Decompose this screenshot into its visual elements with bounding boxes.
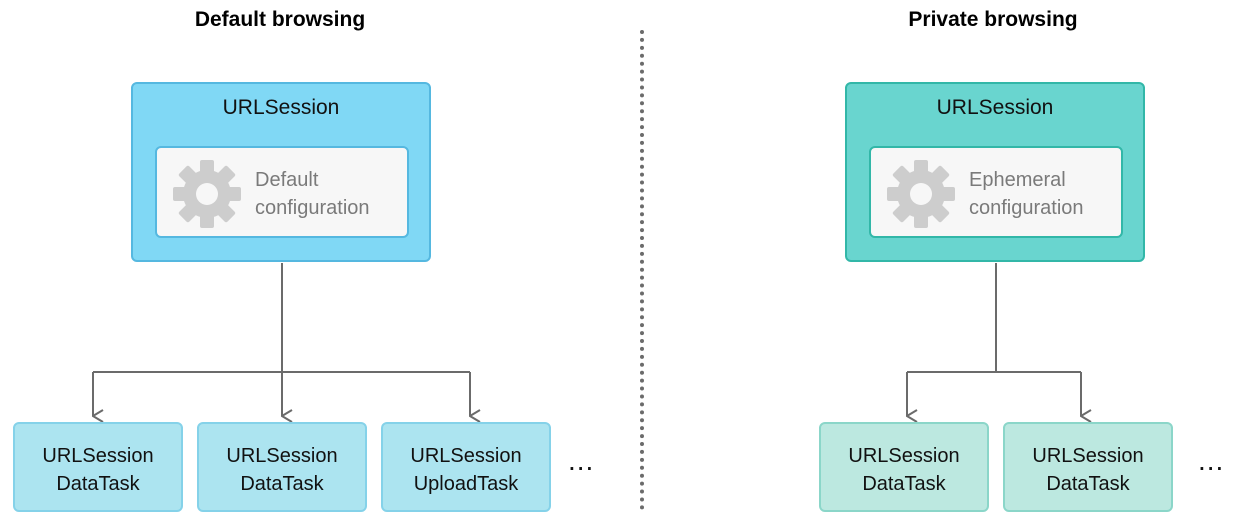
default-more-ellipsis: ...: [568, 445, 595, 476]
private-more-ellipsis: ...: [1198, 445, 1225, 476]
task-line-2: UploadTask: [413, 473, 519, 495]
section-divider: [640, 30, 644, 510]
config-text: Default configuration: [255, 166, 370, 222]
task-line-1: URLSession: [1032, 445, 1144, 467]
task-line-2: DataTask: [862, 473, 946, 495]
config-line-2: configuration: [969, 197, 1084, 219]
ephemeral-urlsession-box: URLSession Ephemeral configuration: [845, 82, 1145, 262]
private-task-1: URLSession DataTask: [819, 422, 989, 512]
config-line-1: Default: [255, 169, 319, 191]
default-urlsession-box: URLSession Default configuration: [131, 82, 431, 262]
default-task-3: URLSession UploadTask: [381, 422, 551, 512]
task-line-2: DataTask: [1046, 473, 1130, 495]
default-task-2: URLSession DataTask: [197, 422, 367, 512]
task-line-2: DataTask: [240, 473, 324, 495]
private-browsing-title: Private browsing: [908, 8, 1078, 31]
default-browsing-title: Default browsing: [194, 8, 366, 31]
task-line-2: DataTask: [56, 473, 140, 495]
task-line-1: URLSession: [848, 445, 960, 467]
default-configuration-box: Default configuration: [155, 146, 409, 238]
task-line-1: URLSession: [42, 445, 154, 467]
gear-icon: [173, 160, 241, 228]
task-line-1: URLSession: [410, 445, 522, 467]
default-task-1: URLSession DataTask: [13, 422, 183, 512]
config-text: Ephemeral configuration: [969, 166, 1084, 222]
task-line-1: URLSession: [226, 445, 338, 467]
gear-icon: [887, 160, 955, 228]
private-task-2: URLSession DataTask: [1003, 422, 1173, 512]
config-line-1: Ephemeral: [969, 169, 1066, 191]
config-line-2: configuration: [255, 197, 370, 219]
session-label: URLSession: [222, 96, 340, 119]
ephemeral-configuration-box: Ephemeral configuration: [869, 146, 1123, 238]
session-label: URLSession: [936, 96, 1054, 119]
